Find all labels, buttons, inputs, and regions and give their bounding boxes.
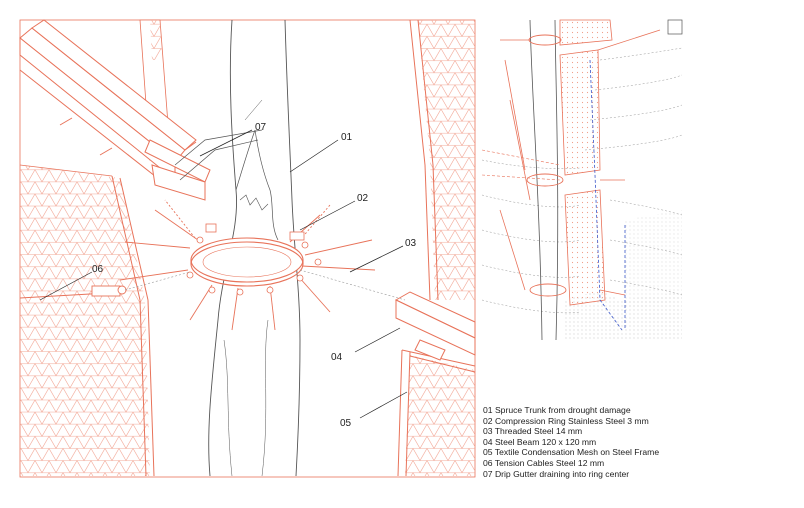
legend-item-04: 04 Steel Beam 120 x 120 mm <box>483 436 597 447</box>
callout-03: 03 <box>405 238 417 249</box>
callout-07: 07 <box>255 122 267 133</box>
legend-item-02: 02 Compression Ring Stainless Steel 3 mm <box>483 415 649 426</box>
legend-item-06: 06 Tension Cables Steel 12 mm <box>483 457 605 468</box>
drip-gutter <box>174 129 263 181</box>
callout-02: 02 <box>357 193 369 204</box>
lower-right-beam <box>394 291 476 361</box>
callout-leaders <box>39 129 408 419</box>
callout-04: 04 <box>331 352 343 363</box>
callout-01: 01 <box>341 132 353 143</box>
legend: 01 Spruce Trunk from drought damage 02 C… <box>483 405 795 479</box>
threaded-rods <box>119 199 376 331</box>
tension-cable <box>19 269 406 301</box>
compression-ring <box>190 237 304 287</box>
legend-item-03: 03 Threaded Steel 14 mm <box>483 426 583 437</box>
callout-06: 06 <box>92 264 104 275</box>
left-mesh-panel <box>19 19 171 477</box>
legend-item-05: 05 Textile Condensation Mesh on Steel Fr… <box>483 447 660 458</box>
legend-item-01: 01 Spruce Trunk from drought damage <box>483 405 631 415</box>
ring-bolts <box>186 223 322 296</box>
lower-right-mesh-panel <box>397 349 476 477</box>
overview-elevation <box>481 19 683 341</box>
right-mesh-panel <box>409 19 475 301</box>
callout-05: 05 <box>340 418 352 429</box>
legend-item-07: 07 Drip Gutter draining into ring center <box>483 468 630 479</box>
upper-left-beam <box>19 19 211 201</box>
